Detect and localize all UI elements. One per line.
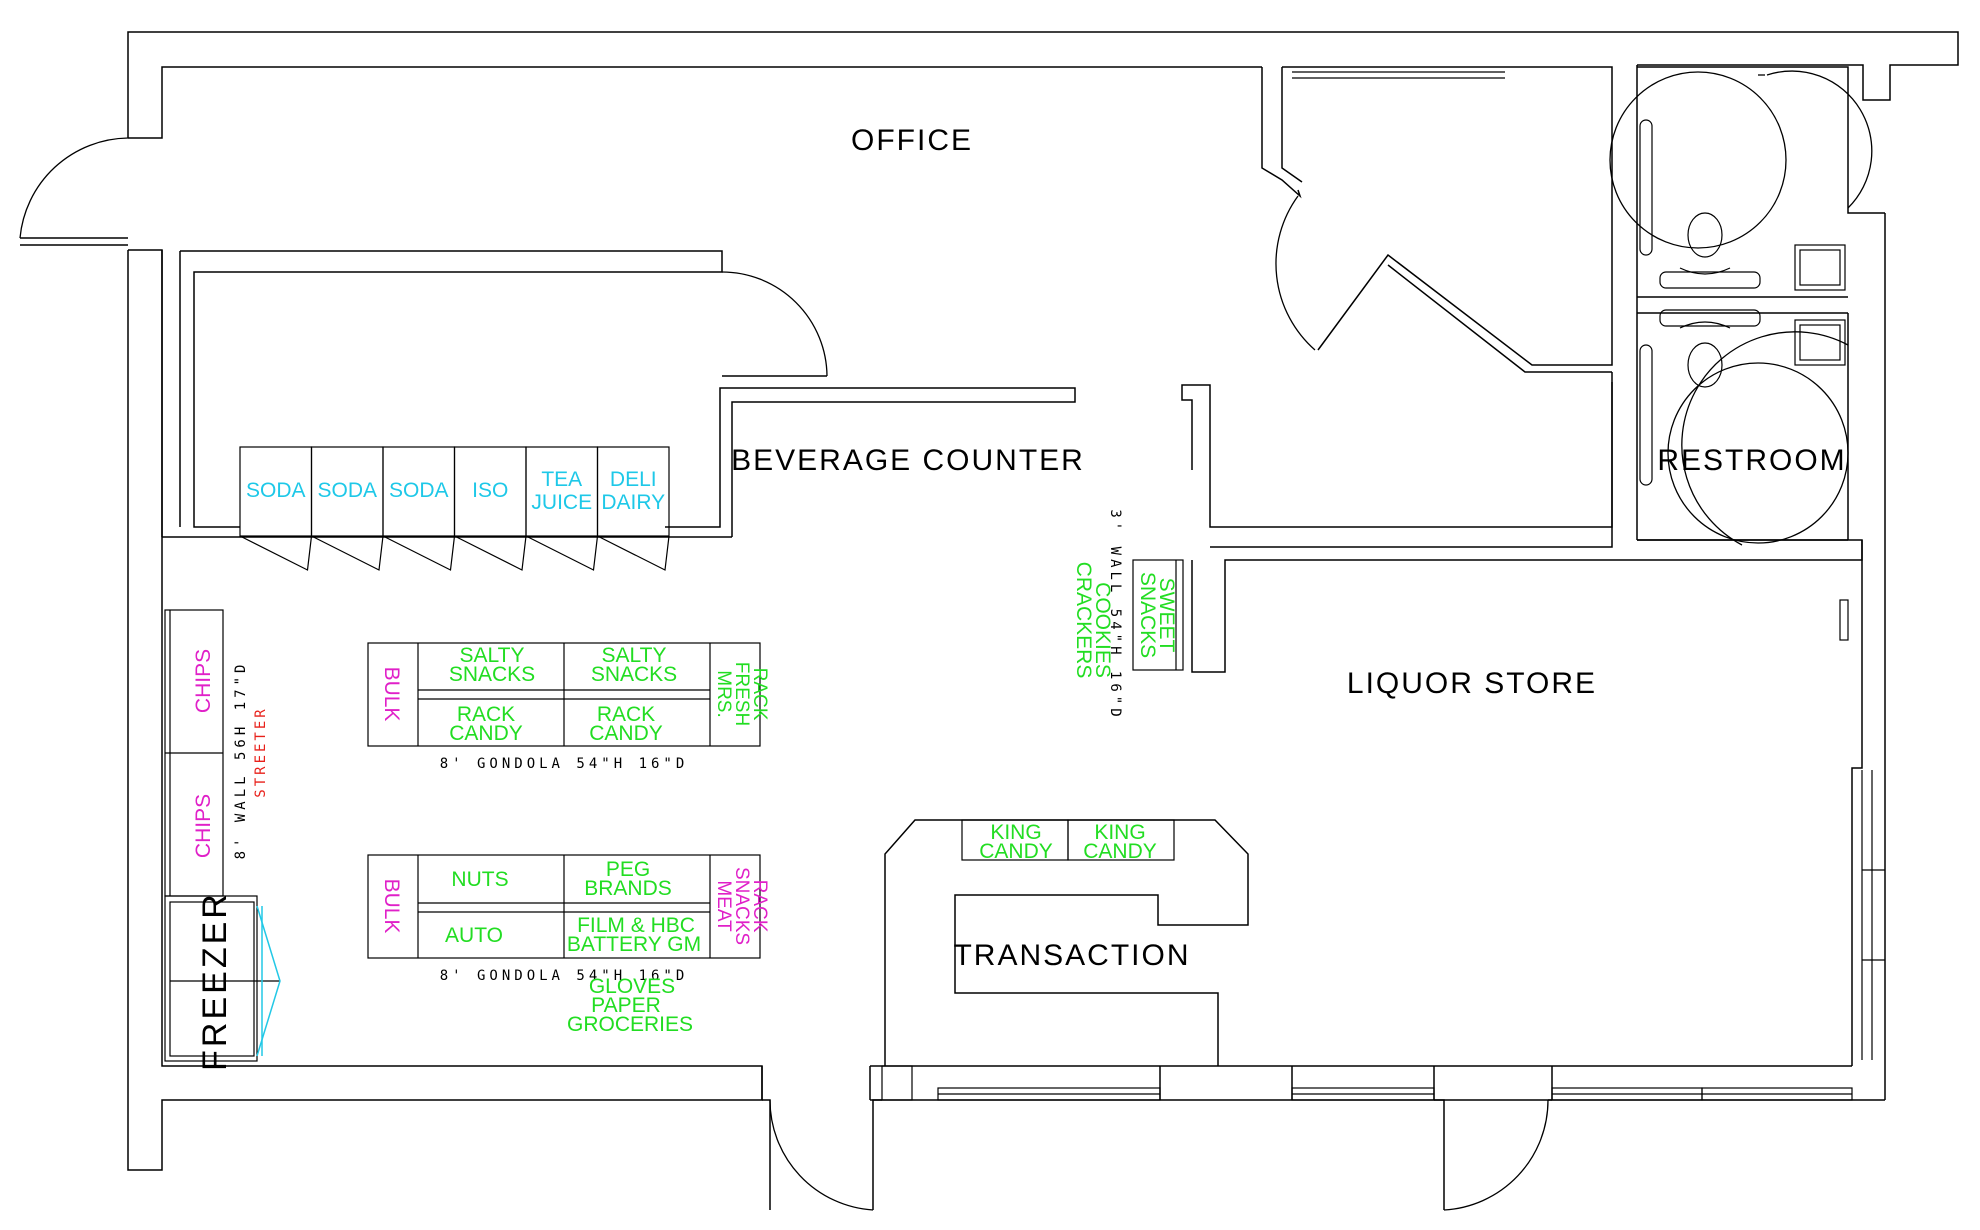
gondola-2 — [367, 854, 761, 959]
cooler-door-swing — [597, 535, 670, 571]
left-exit-door — [19, 137, 129, 239]
cooler-label: JUICE — [531, 491, 592, 514]
salty-snacks-label: SALTY — [460, 644, 525, 667]
cooler-label: SODA — [389, 479, 449, 502]
peg-brands-label: PEG — [606, 858, 650, 881]
streeter-label: STREETER — [253, 706, 269, 797]
salty-snacks-label: SNACKS — [449, 663, 535, 686]
beverage-walls — [162, 250, 1076, 538]
transaction-counter — [884, 819, 1249, 1066]
cookies-label: COOKIES — [1091, 582, 1114, 678]
bulk-label: BULK — [380, 879, 403, 934]
gondola-2-labels: BULK NUTS PEG BRANDS AUTO FILM & HBC BAT… — [380, 858, 770, 1036]
interior-walls — [1181, 65, 1863, 673]
meat-snacks-label: MEAT — [713, 880, 734, 932]
salty-snacks-label: SNACKS — [591, 663, 677, 686]
nuts-label: NUTS — [451, 868, 508, 891]
rack-label: RACK — [749, 880, 770, 933]
king-candy-label: CANDY — [979, 840, 1053, 863]
front-doors — [762, 1099, 1552, 1211]
restroom-label: RESTROOM — [1657, 444, 1846, 477]
beverage-counter-label: BEVERAGE COUNTER — [731, 444, 1085, 477]
cooler-label: SODA — [246, 479, 306, 502]
gondola-1-labels: BULK SALTY SNACKS SALTY SNACKS RACK CAND… — [380, 644, 770, 772]
crackers-label: CRACKERS — [1072, 562, 1095, 679]
bulk-label: BULK — [380, 667, 403, 722]
rack-candy-label: CANDY — [449, 722, 523, 745]
groceries-label: GROCERIES — [567, 1013, 693, 1036]
left-wall-labels: CHIPS CHIPS 8' WALL 56H 17"D STREETER FR… — [192, 649, 269, 1071]
battery-gm-label: BATTERY GM — [567, 933, 701, 956]
cooler-label: TEA — [541, 468, 582, 491]
freezer-label: FREEZER — [196, 891, 234, 1071]
paper-label: PAPER — [591, 994, 661, 1017]
front-windows — [761, 1065, 1853, 1101]
center-wall-labels: 3' WALL 54"H 16"D COOKIES CRACKERS SWEET… — [1072, 509, 1178, 720]
mrs-fresh-label: MRS. — [713, 670, 734, 718]
freezer-fixture — [164, 895, 281, 1062]
mrs-fresh-label: FRESH — [731, 662, 752, 726]
king-candy-label: KING — [1094, 821, 1145, 844]
peg-brands-label: BRANDS — [584, 877, 672, 900]
gondola-1 — [367, 642, 761, 747]
snacks-label: SNACKS — [1136, 572, 1159, 658]
cooler-label: DAIRY — [601, 491, 665, 514]
cooler-label: DELI — [610, 468, 657, 491]
left-wall-dimension: 8' WALL 56H 17"D — [233, 661, 249, 860]
restrooms — [1609, 66, 1885, 546]
room-labels: OFFICE BEVERAGE COUNTER RESTROOM LIQUOR … — [731, 124, 1846, 972]
cooler-door-swing — [382, 535, 456, 571]
gondola-1-dimension: 8' GONDOLA 54"H 16"D — [440, 756, 689, 772]
meat-snacks-label: SNACKS — [731, 867, 752, 945]
rack-candy-label: RACK — [457, 703, 515, 726]
chips-label: CHIPS — [192, 794, 215, 858]
cooler-door — [596, 446, 670, 537]
sweet-label: SWEET — [1155, 578, 1178, 653]
rack-label: RACK — [749, 668, 770, 721]
transaction-label: TRANSACTION — [953, 939, 1190, 972]
king-candy-label: CANDY — [1083, 840, 1157, 863]
outer-walls — [20, 31, 1959, 1171]
gloves-label: GLOVES — [589, 975, 675, 998]
auto-label: AUTO — [445, 924, 503, 947]
salty-snacks-label: SALTY — [602, 644, 667, 667]
cooler-door-swing — [525, 535, 599, 571]
cooler-door-swing — [454, 535, 527, 571]
cooler-door-swing — [239, 535, 313, 571]
cooler-door-swing — [311, 535, 384, 571]
king-candy-label: KING — [990, 821, 1041, 844]
liquor-store-label: LIQUOR STORE — [1347, 667, 1597, 700]
office-label: OFFICE — [851, 124, 973, 157]
center-wall-dimension: 3' WALL 54"H 16"D — [1107, 509, 1123, 720]
chips-label: CHIPS — [192, 649, 215, 713]
film-hbc-label: FILM & HBC — [577, 914, 695, 937]
counter-labels: KING CANDY KING CANDY — [979, 821, 1157, 863]
cooler-label: ISO — [472, 479, 508, 502]
sweet-snacks-fixture — [1132, 559, 1184, 671]
gondola-2-dimension: 8' GONDOLA 54"H 16"D — [440, 968, 689, 984]
cooler-label: SODA — [317, 479, 377, 502]
rack-candy-label: CANDY — [589, 722, 663, 745]
rack-candy-label: RACK — [597, 703, 655, 726]
